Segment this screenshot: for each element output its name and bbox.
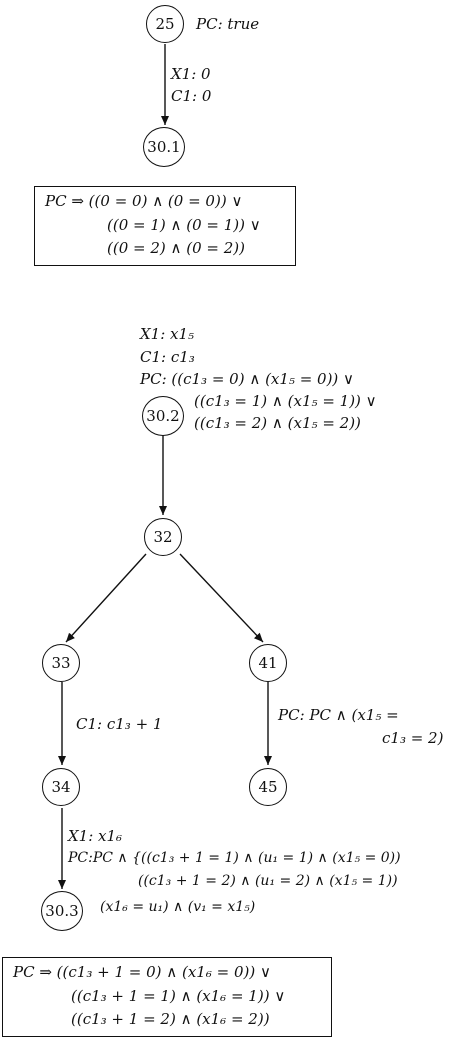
n302-pc1-label: PC: ((c1₃ = 0) ∧ (x1₅ = 0)) ∨	[140, 370, 355, 388]
box1-line1: PC ⇒ ((0 = 0) ∧ (0 = 0)) ∨	[45, 192, 243, 210]
edge-34-pc2-label: ((c1₃ + 1 = 2) ∧ (u₁ = 2) ∧ (x1₅ = 1))	[138, 873, 398, 889]
box2-line3: ((c1₃ + 1 = 2) ∧ (x1₆ = 2))	[71, 1010, 270, 1028]
n302-c1-label: C1: c1₃	[140, 348, 195, 366]
box1-line3: ((0 = 2) ∧ (0 = 2))	[107, 239, 246, 257]
node-30.3: 30.3	[41, 891, 83, 931]
node-33: 33	[42, 644, 80, 682]
box2-line2: ((c1₃ + 1 = 1) ∧ (x1₆ = 1)) ∨	[71, 987, 286, 1005]
n302-pc3-label: ((c1₃ = 2) ∧ (x1₅ = 2))	[194, 414, 361, 432]
node-32: 32	[144, 518, 182, 556]
node-25: 25	[146, 5, 184, 43]
edge-41-45-label-1: PC: PC ∧ (x1₅ =	[278, 706, 399, 724]
edge-33-34-label: C1: c1₃ + 1	[76, 715, 163, 733]
node-41: 41	[249, 644, 287, 682]
pc-box-2: PC ⇒ ((c1₃ + 1 = 0) ∧ (x1₆ = 0)) ∨ ((c1₃…	[2, 957, 332, 1037]
edge-41-45-label-2: c1₃ = 2)	[382, 729, 444, 747]
n302-pc2-label: ((c1₃ = 1) ∧ (x1₅ = 1)) ∨	[194, 392, 377, 410]
pc-box-1: PC ⇒ ((0 = 0) ∧ (0 = 0)) ∨ ((0 = 1) ∧ (0…	[34, 186, 296, 266]
box1-line2: ((0 = 1) ∧ (0 = 1)) ∨	[107, 216, 261, 234]
box2-line1: PC ⇒ ((c1₃ + 1 = 0) ∧ (x1₆ = 0)) ∨	[13, 963, 271, 981]
edge-32-33	[65, 553, 147, 643]
node-45: 45	[249, 768, 287, 806]
node-34: 34	[42, 768, 80, 806]
edge-25-c1-label: C1: 0	[171, 87, 212, 105]
n302-x1-label: X1: x1₅	[140, 325, 195, 343]
edge-34-pc1-label: PC:PC ∧ {((c1₃ + 1 = 1) ∧ (u₁ = 1) ∧ (x1…	[68, 850, 401, 866]
edge-34-pc3-label: (x1₆ = u₁) ∧ (v₁ = x1₅)	[100, 899, 256, 915]
edge-25-x1-label: X1: 0	[171, 65, 211, 83]
node-30.1: 30.1	[143, 127, 185, 167]
node-30.2: 30.2	[142, 396, 184, 436]
edge-34-x1-label: X1: x1₆	[68, 827, 123, 845]
edge-32-41	[179, 553, 264, 643]
pc-true-label: PC: true	[196, 15, 260, 33]
